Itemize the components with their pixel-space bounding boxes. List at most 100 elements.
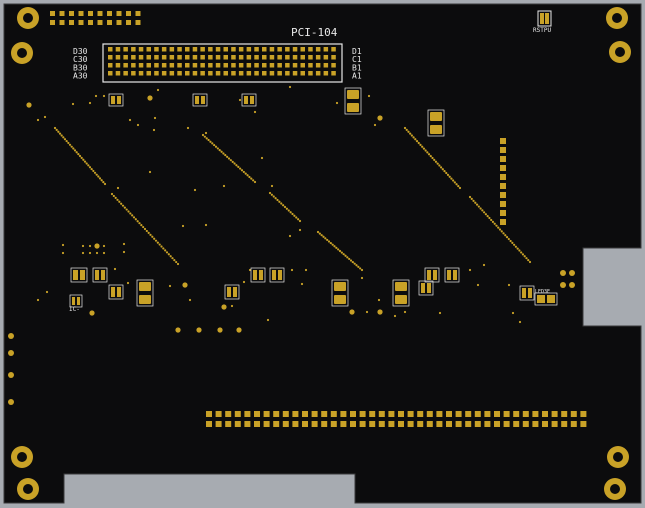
- header-pin: [308, 47, 313, 52]
- trace-via: [98, 177, 102, 180]
- pcb-outline: [3, 3, 642, 504]
- trace-via: [160, 245, 163, 248]
- header-pin: [246, 47, 252, 52]
- trace-via: [75, 151, 78, 154]
- header-pin: [269, 55, 275, 60]
- trace-via: [78, 154, 82, 158]
- trace-via: [239, 167, 242, 170]
- connector-pin: [542, 411, 548, 417]
- trace-via: [446, 173, 450, 176]
- via: [61, 251, 65, 255]
- trace-via: [331, 243, 334, 246]
- header-pin: [215, 71, 221, 76]
- pci104-title: PCI-104: [291, 26, 338, 39]
- connector-pin: [330, 411, 337, 417]
- pad: [97, 20, 103, 25]
- connector-pin: [206, 421, 212, 427]
- trace-via: [415, 140, 419, 143]
- trace-via: [407, 130, 410, 133]
- header-pin: [161, 63, 167, 68]
- trace-via: [145, 229, 148, 233]
- trace-via: [419, 143, 422, 146]
- via: [182, 282, 188, 288]
- trace-via: [505, 236, 509, 239]
- header-pin: [331, 63, 336, 68]
- trace-via: [278, 200, 281, 203]
- connector-pin: [494, 411, 500, 417]
- trace-via: [342, 253, 345, 256]
- via: [89, 310, 95, 316]
- mounting-hole: [606, 7, 628, 29]
- ic-label: IC-: [69, 306, 80, 313]
- trace-via: [156, 241, 159, 244]
- via: [175, 327, 181, 333]
- trace-via: [340, 251, 343, 254]
- trace-via: [335, 246, 338, 249]
- via: [122, 242, 126, 246]
- connector-pin: [561, 421, 568, 427]
- via: [204, 223, 208, 227]
- header-pin: [215, 47, 221, 52]
- trace-via: [97, 175, 100, 178]
- header-pin: [192, 55, 198, 60]
- via: [126, 281, 130, 285]
- connector-pin: [455, 421, 462, 427]
- header-pin: [223, 55, 228, 60]
- connector-pin: [234, 421, 241, 427]
- header-pin: [285, 63, 290, 68]
- header-pin: [177, 63, 182, 68]
- pad: [88, 11, 93, 16]
- trace-via: [443, 170, 446, 173]
- via: [116, 186, 120, 190]
- trace-via: [481, 209, 484, 212]
- trace-via: [422, 147, 426, 150]
- smd-component: [70, 267, 88, 283]
- via: [156, 88, 160, 92]
- trace-via: [441, 168, 444, 171]
- header-pin: [254, 63, 259, 68]
- header-pin: [131, 55, 136, 60]
- header-pin: [200, 71, 205, 76]
- pad: [500, 183, 506, 189]
- smd-component: [418, 280, 434, 296]
- connector-pin: [446, 411, 452, 417]
- trace-via: [63, 138, 67, 141]
- header-pin: [115, 55, 121, 60]
- via: [248, 268, 252, 272]
- header-pin: [238, 71, 244, 76]
- trace-via: [438, 164, 441, 167]
- header-pin: [269, 63, 275, 68]
- connector-pin: [388, 421, 395, 427]
- pad: [107, 20, 112, 25]
- pad: [116, 11, 122, 16]
- trace-via: [295, 216, 298, 219]
- via: [403, 310, 407, 314]
- header-pin: [123, 71, 128, 76]
- connector-pin: [330, 421, 337, 427]
- via: [365, 310, 369, 314]
- via: [373, 123, 377, 127]
- header-pin: [246, 63, 252, 68]
- header-pin: [223, 47, 228, 52]
- header-pin: [231, 47, 236, 52]
- smd-component: [331, 279, 349, 307]
- via: [217, 327, 223, 333]
- led-label: LED3E: [535, 289, 550, 295]
- mounting-hole: [604, 478, 626, 500]
- header-pin: [269, 71, 275, 76]
- connector-pin: [570, 421, 577, 427]
- via: [181, 224, 185, 228]
- header-pin: [138, 71, 144, 76]
- trace-via: [244, 172, 247, 175]
- connector-pin: [254, 421, 260, 427]
- smd-component: [534, 292, 558, 306]
- via: [122, 250, 126, 254]
- trace-via: [337, 248, 340, 251]
- trace-via: [477, 205, 480, 208]
- connector-pin: [436, 421, 443, 427]
- via-pad: [8, 333, 14, 339]
- header-pin: [254, 71, 259, 76]
- via: [152, 128, 156, 132]
- trace-via: [516, 247, 519, 250]
